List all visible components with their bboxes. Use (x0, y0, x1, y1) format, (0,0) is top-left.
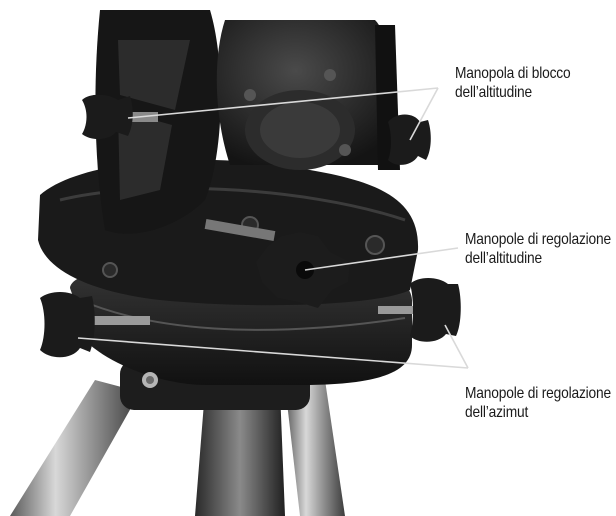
callout-azimuth-adjust-line2: dell’azimut (465, 404, 529, 421)
fork-arm (95, 10, 221, 234)
leader-line-altitude-adjust (304, 247, 459, 271)
callout-azimuth-adjust: Manopole di regolazione dell’azimut (465, 384, 616, 422)
leader-line-azimuth-adjust-left (77, 337, 469, 369)
callout-azimuth-adjust-line1: Manopole di regolazione (465, 385, 611, 402)
callout-altitude-lock: Manopola di blocco dell’altitudine (455, 64, 589, 102)
altitude-lock-knob-right (388, 114, 431, 165)
tripod-leg-left (10, 380, 140, 516)
leader-lines (77, 87, 469, 369)
callout-altitude-adjust-line2: dell’altitudine (465, 250, 542, 267)
leader-line-azimuth-adjust-right (444, 324, 469, 369)
tripod-leg-right (285, 380, 345, 516)
leader-line-altitude-lock-left (127, 87, 439, 119)
tripod-leg-center (195, 390, 285, 516)
azimuth-adjust-knob-left (40, 292, 150, 358)
motor-housing (216, 20, 400, 170)
azimuth-adjust-knob-right (378, 278, 461, 342)
leader-line-altitude-lock-right (409, 87, 439, 141)
callout-altitude-adjust: Manopole di regolazione dell’altitudine (465, 230, 616, 268)
callout-altitude-lock-line1: Manopola di blocco (455, 65, 571, 82)
callout-altitude-lock-line2: dell’altitudine (455, 84, 532, 101)
callout-altitude-adjust-line1: Manopole di regolazione (465, 231, 611, 248)
